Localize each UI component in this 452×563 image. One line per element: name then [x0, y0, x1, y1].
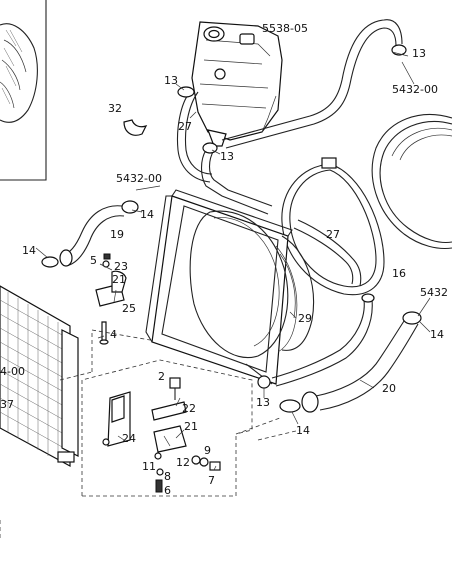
label-8: 8: [164, 470, 171, 483]
label-14: 14: [140, 208, 154, 221]
label-5432-00: 5432-00: [116, 172, 162, 185]
bolt-2: [169, 377, 181, 400]
label-27: 27: [178, 120, 192, 133]
label-13: 13: [220, 150, 234, 163]
label-21: 21: [112, 273, 126, 286]
label-4-00: 4-00: [0, 365, 25, 378]
label-13: 13: [412, 47, 426, 60]
dashed-outline: [0, 329, 301, 540]
label-25: 25: [122, 302, 136, 315]
clamp-band-16: [281, 157, 385, 296]
label-6: 6: [164, 484, 171, 497]
label-14: 14: [430, 328, 444, 341]
fan-ring-29: [281, 235, 315, 351]
upper-radiator-hose-19: [41, 200, 139, 268]
fasteners-6-12: [154, 452, 221, 493]
lower-radiator-hose-20: [279, 311, 422, 413]
label-14: 14: [296, 424, 310, 437]
label-5: 5: [90, 254, 97, 267]
hose-13-lower: [257, 293, 375, 389]
hose-5432-00-upper: [221, 19, 407, 149]
label-20: 20: [382, 382, 396, 395]
label-21: 21: [184, 420, 198, 433]
label-13: 13: [164, 74, 178, 87]
bracket-21-22: [151, 401, 187, 453]
label-12: 12: [176, 456, 190, 469]
clip-32: [123, 119, 148, 136]
label-19: 19: [110, 228, 124, 241]
label-32: 32: [108, 102, 122, 115]
inset-detail-view: [0, 0, 47, 181]
hose-27-upper: [176, 86, 273, 215]
label-22: 22: [182, 402, 196, 415]
label-5432-00: 5432-00: [392, 83, 438, 96]
label-11: 11: [142, 460, 156, 473]
label-14: 14: [22, 244, 36, 257]
label-5432: 5432: [420, 286, 448, 299]
part-labels: 5538-05 13 5432-00 13 32 27 13 5432-00 1…: [0, 22, 448, 497]
label-7: 7: [208, 474, 215, 487]
label-4: 4: [110, 328, 117, 341]
label-27: 27: [326, 228, 340, 241]
label-23: 23: [114, 260, 128, 273]
label-16: 16: [392, 267, 406, 280]
label-9: 9: [204, 444, 211, 457]
hose-27-lower: [293, 219, 362, 287]
label-13: 13: [256, 396, 270, 409]
bracket-group-23-25: [95, 253, 127, 345]
leader-lines: [35, 51, 431, 471]
label-2: 2: [158, 370, 165, 383]
label-5538-05: 5538-05: [262, 22, 308, 35]
label-37: 37: [0, 398, 14, 411]
label-29: 29: [298, 312, 312, 325]
ring-seal-right: [371, 114, 452, 250]
bracket-24: [102, 391, 131, 447]
radiator-core: [0, 285, 79, 468]
label-24: 24: [122, 432, 136, 445]
expansion-tank: [191, 21, 283, 147]
fan-shroud: [145, 189, 298, 385]
